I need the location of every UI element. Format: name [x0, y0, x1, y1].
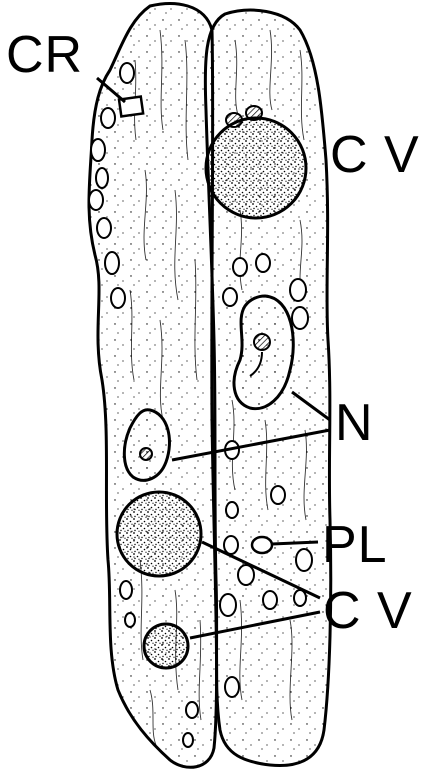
nucleolus-right	[254, 334, 270, 350]
contractile-vacuole-large	[117, 492, 201, 576]
label-cv-bottom: C V	[323, 582, 413, 640]
label-pl: PL	[322, 516, 388, 574]
granule	[226, 113, 242, 127]
nucleolus-left	[140, 448, 152, 460]
granule	[246, 106, 262, 120]
plastid-pl	[252, 537, 272, 553]
label-n: N	[335, 394, 374, 452]
label-cv-top: C V	[330, 126, 420, 184]
contractile-vacuole-small	[144, 624, 188, 668]
label-cr: CR	[6, 26, 83, 84]
contractile-vacuole-top	[206, 118, 306, 218]
